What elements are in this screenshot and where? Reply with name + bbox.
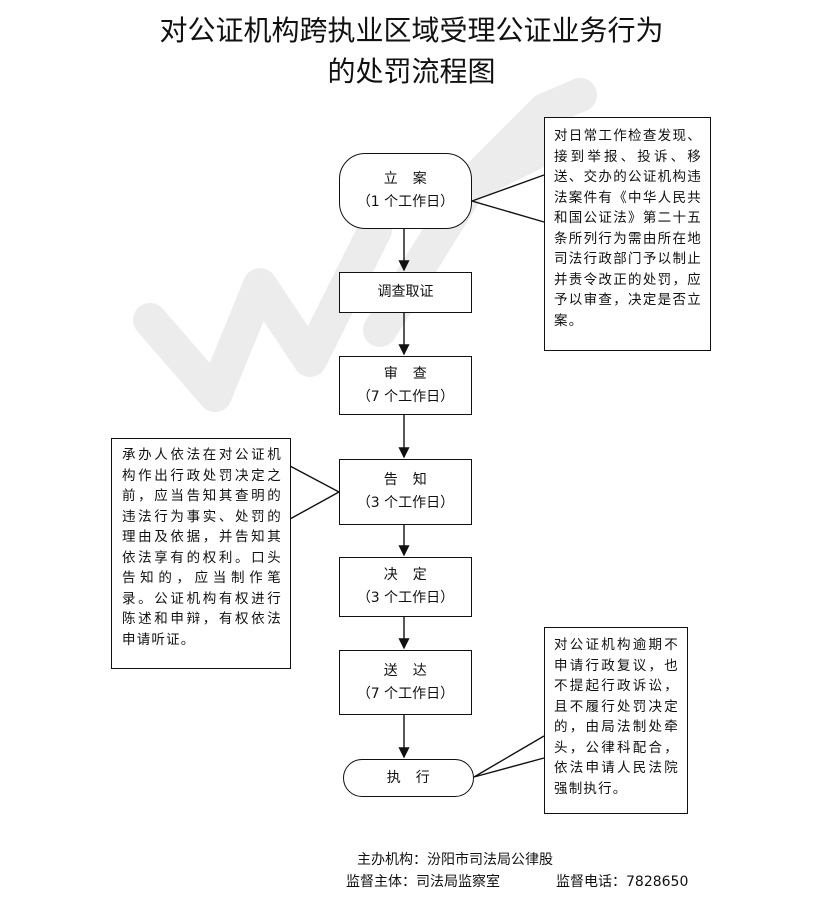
step-review-time: （7 个工作日）	[356, 388, 455, 405]
step-delivery-time: （7 个工作日）	[356, 685, 455, 702]
note-execute-text: 对公证机构逾期不申请行政复议，也不提起行政诉讼，且不履行处罚决定的，由局法制处牵…	[554, 637, 679, 797]
step-decision: 决 定 （3 个工作日）	[339, 557, 472, 617]
step-filing: 立 案 （1 个工作日）	[339, 153, 472, 229]
step-review-label: 审 查	[383, 365, 428, 382]
note-notice-text: 承办人依法在对公证机构作出行政处罚决定之前，应当告知其查明的违法行为事实、处罚的…	[122, 447, 282, 648]
footer-organizer: 主办机构：汾阳市司法局公律股	[357, 852, 553, 868]
note-filing-box: 对日常工作检查发现、接到举报、投诉、移送、交办的公证机构违法案件有《中华人民共和…	[544, 117, 711, 351]
step-notice-time: （3 个工作日）	[356, 495, 455, 511]
step-decision-label: 决 定	[383, 567, 428, 583]
step-investigate-label: 调查取证	[377, 284, 434, 300]
footer-supervisor: 监督主体：司法局监察室	[346, 874, 500, 890]
step-review: 审 查 （7 个工作日）	[339, 356, 472, 415]
step-filing-time: （1 个工作日）	[356, 194, 455, 210]
step-notice-label: 告 知	[383, 472, 428, 488]
step-investigate: 调查取证	[339, 272, 472, 313]
step-filing-label: 立 案	[383, 171, 428, 187]
step-delivery: 送 达 （7 个工作日）	[339, 650, 472, 715]
step-execute-label: 执 行	[386, 769, 431, 786]
step-execute: 执 行	[343, 759, 474, 797]
note-notice-box: 承办人依法在对公证机构作出行政处罚决定之前，应当告知其查明的违法行为事实、处罚的…	[111, 438, 291, 669]
page-title-line2: 的处罚流程图	[327, 55, 496, 88]
page-title-line1: 对公证机构跨执业区域受理公证业务行为	[159, 14, 664, 47]
step-delivery-label: 送 达	[383, 662, 428, 679]
step-notice: 告 知 （3 个工作日）	[339, 459, 472, 525]
callout-notice	[289, 465, 341, 520]
step-decision-time: （3 个工作日）	[356, 590, 455, 606]
callout-filing	[469, 174, 545, 223]
footer-phone: 监督电话：7828650	[556, 874, 689, 890]
callout-execute	[473, 735, 545, 778]
note-execute-box: 对公证机构逾期不申请行政复议，也不提起行政诉讼，且不履行处罚决定的，由局法制处牵…	[544, 627, 688, 814]
note-filing-text: 对日常工作检查发现、接到举报、投诉、移送、交办的公证机构违法案件有《中华人民共和…	[554, 128, 702, 329]
